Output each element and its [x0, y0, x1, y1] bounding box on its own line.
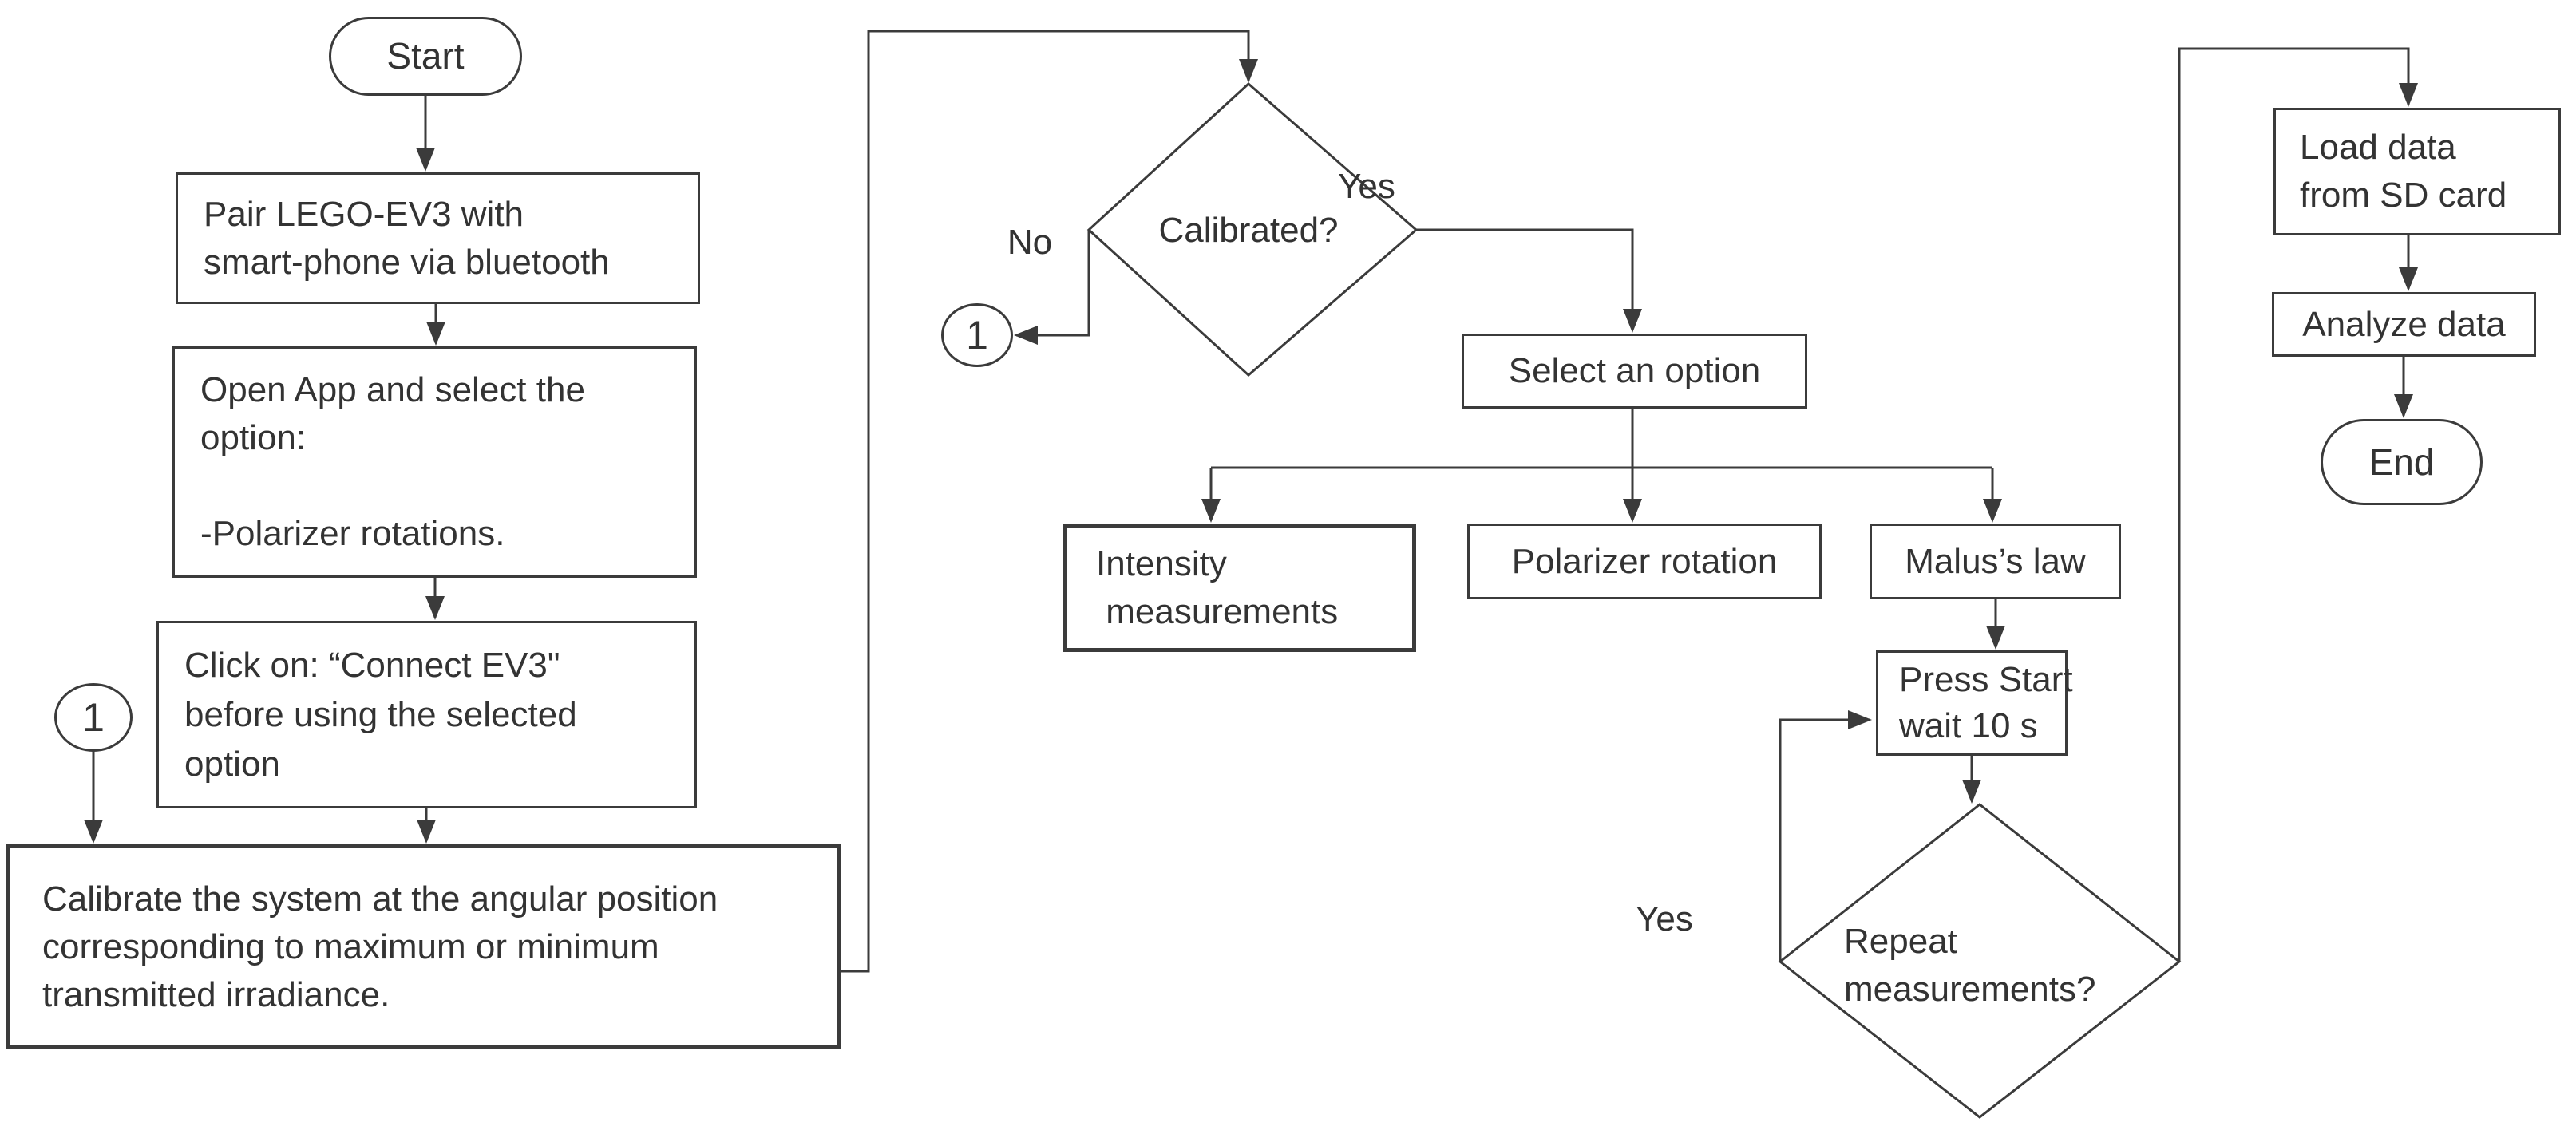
edge-repeat-yes-to-press [1779, 710, 1872, 962]
load-data-node: Load data from SD card [2273, 108, 2561, 235]
click-connect-node: Click on: “Connect EV3" before using the… [156, 621, 697, 808]
start-label: Start [386, 35, 465, 77]
calibrated-diamond-shape [1086, 81, 1419, 377]
calibrate-label: Calibrate the system at the angular posi… [42, 879, 718, 1014]
open-app-node: Open App and select the option: -Polariz… [172, 346, 697, 578]
analyze-data-label: Analyze data [2302, 304, 2506, 344]
repeat-diamond-shape [1778, 803, 2182, 1119]
open-app-label: Open App and select the option: -Polariz… [200, 370, 585, 553]
calibrated-diamond-label: Calibrated? [1158, 211, 1339, 250]
connector-1-mid-label: 1 [966, 313, 988, 358]
calibrate-node: Calibrate the system at the angular posi… [6, 844, 841, 1049]
select-option-label: Select an option [1508, 351, 1761, 391]
select-option-node: Select an option [1462, 334, 1807, 409]
intensity-label: Intensity measurements [1096, 543, 1339, 631]
press-start-label: Press Start wait 10 s [1899, 660, 2073, 745]
edge-calibrated-yes-to-select [1416, 228, 1642, 333]
pair-bluetooth-node: Pair LEGO-EV3 with smart-phone via bluet… [176, 172, 700, 304]
edge-label-no: No [1007, 223, 1053, 262]
connector-1-left: 1 [54, 683, 133, 752]
malus-node: Malus’s law [1870, 524, 2121, 599]
edge-calibrated-no-to-connector1 [1014, 230, 1090, 345]
edge-label-yes-repeat: Yes [1636, 899, 1693, 938]
connector-1-left-label: 1 [82, 695, 105, 740]
pair-bluetooth-label: Pair LEGO-EV3 with smart-phone via bluet… [204, 194, 610, 282]
repeat-diamond-label: Repeat measurements? [1844, 922, 2096, 1009]
connector-1-mid: 1 [941, 303, 1013, 367]
intensity-node: Intensity measurements [1063, 524, 1416, 652]
press-start-node: Press Start wait 10 s [1876, 650, 2073, 756]
start-node: Start [329, 17, 522, 96]
polarizer-label: Polarizer rotation [1511, 541, 1778, 581]
edge-calibrate-to-calibrated [841, 30, 1258, 973]
load-data-label: Load data from SD card [2300, 128, 2507, 215]
edge-label-yes-calibrated: Yes [1338, 167, 1395, 206]
click-connect-label: Click on: “Connect EV3" before using the… [184, 645, 577, 784]
polarizer-node: Polarizer rotation [1467, 524, 1822, 599]
end-label: End [2368, 441, 2435, 483]
end-node: End [2321, 419, 2483, 505]
edge-repeat-to-load [2178, 47, 2418, 962]
malus-label: Malus’s law [1905, 541, 2086, 581]
analyze-data-node: Analyze data [2272, 292, 2536, 357]
